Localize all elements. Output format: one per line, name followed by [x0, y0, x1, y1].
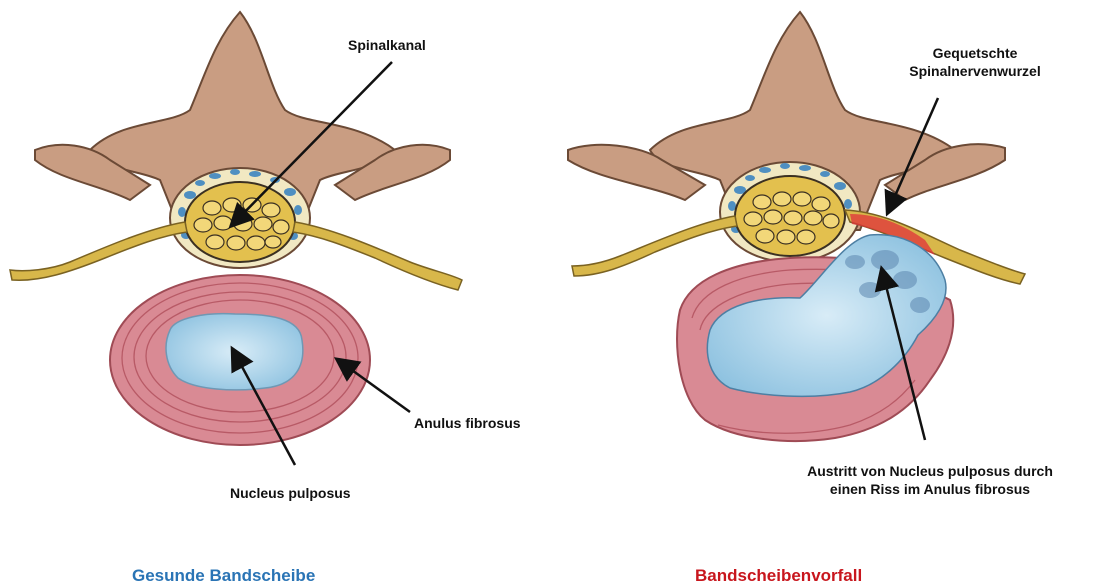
nerve-root-left [10, 222, 187, 280]
healthy-vertebra [10, 12, 462, 445]
label-nucleus-pulposus: Nucleus pulposus [230, 484, 351, 502]
nerve-root-right [293, 222, 462, 290]
nerve-root-left [572, 216, 737, 276]
label-herniation-line2: einen Riss im Anulus fibrosus [770, 480, 1090, 498]
label-nerve-root: Gequetschte Spinalnervenwurzel [905, 44, 1045, 80]
label-nerve-root-line1: Gequetschte [905, 44, 1045, 62]
label-spinal-canal: Spinalkanal [348, 36, 426, 54]
caption-healthy-disc: Gesunde Bandscheibe [132, 566, 315, 586]
label-anulus-fibrosus: Anulus fibrosus [414, 414, 521, 432]
label-herniation-line1: Austritt von Nucleus pulposus durch [770, 462, 1090, 480]
label-nerve-root-line2: Spinalnervenwurzel [905, 62, 1045, 80]
label-herniation: Austritt von Nucleus pulposus durch eine… [770, 462, 1090, 498]
caption-disc-herniation: Bandscheibenvorfall [695, 566, 862, 586]
